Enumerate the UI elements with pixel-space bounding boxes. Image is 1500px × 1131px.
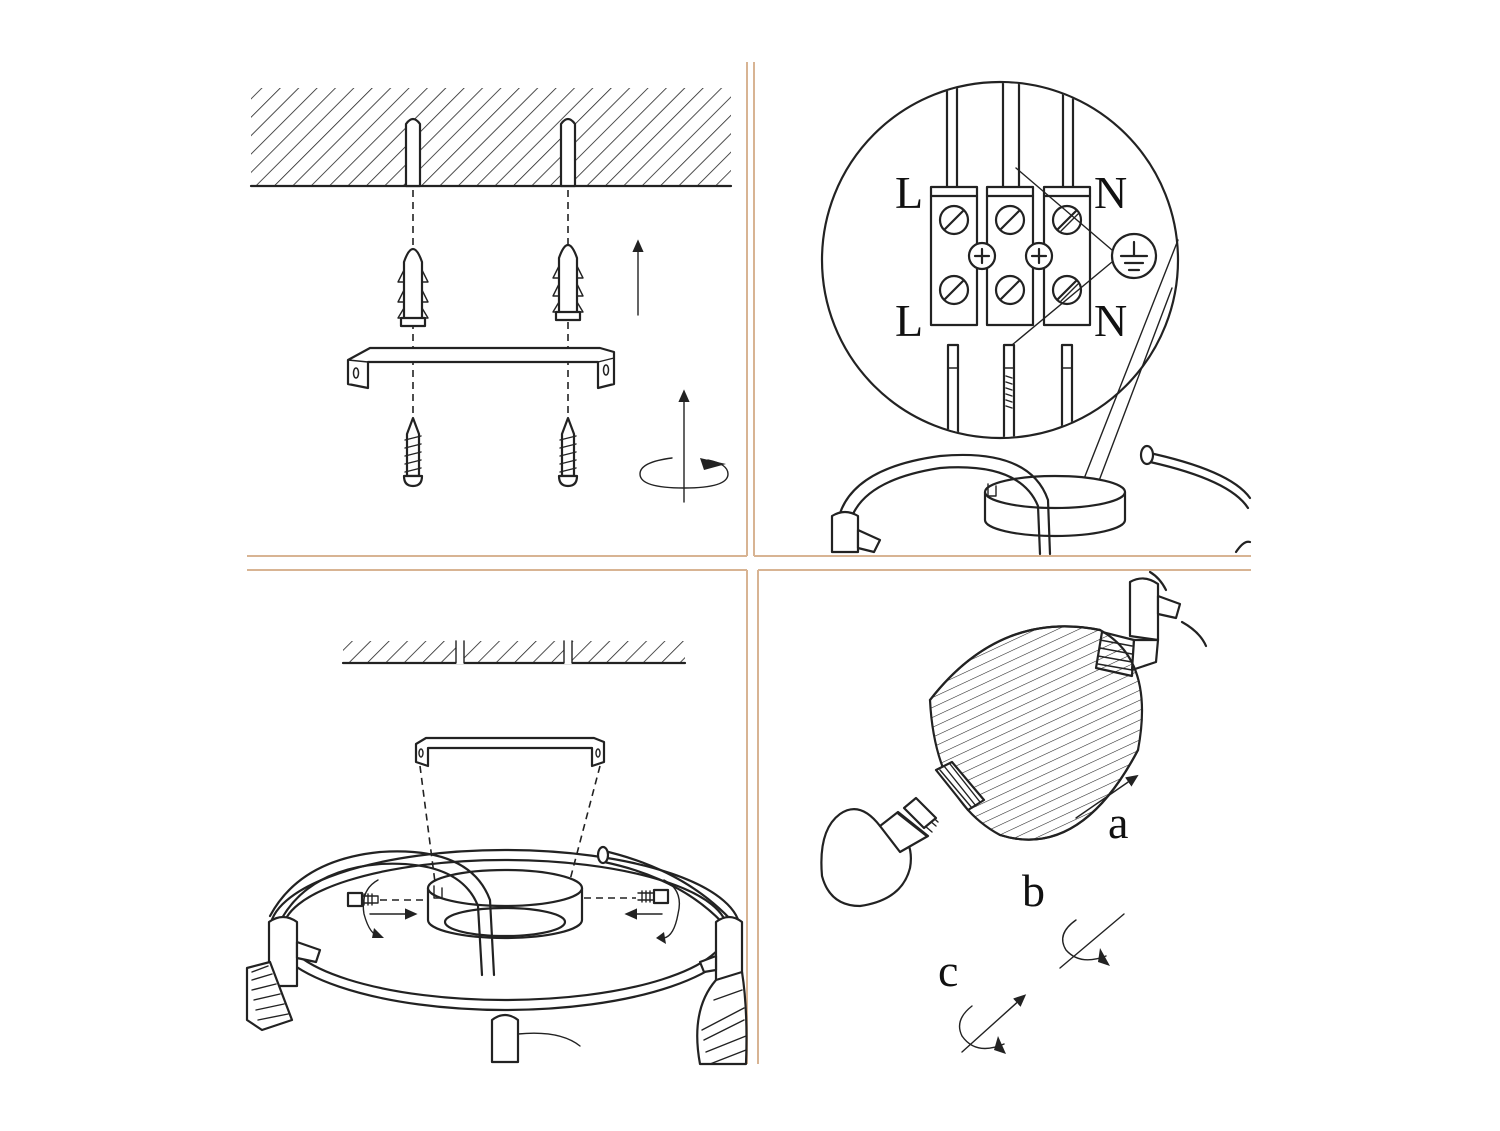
label-neutral-top: N	[1094, 167, 1127, 218]
rotate-arrow-icon	[1059, 913, 1125, 969]
screw-icon	[402, 416, 424, 488]
wall-plug-icon	[552, 243, 584, 322]
panel-bulb-and-shade: a b c	[820, 570, 1208, 1054]
label-live-top: L	[895, 167, 923, 218]
bracket-icon	[414, 736, 606, 768]
screw-icon	[557, 416, 579, 488]
rotate-arrow-icon	[639, 389, 729, 503]
panel-frames	[247, 62, 1251, 1064]
arrow-a-icon	[1075, 774, 1139, 819]
spotlight-left	[245, 915, 322, 1032]
earth-symbol-icon	[1110, 232, 1158, 280]
drill-hole-icon	[404, 117, 577, 188]
rotate-arrow-icon	[958, 994, 1027, 1054]
terminal-block-icon	[929, 185, 1092, 327]
ring-nut-icon	[934, 760, 986, 812]
bulb-icon	[820, 796, 939, 908]
fixture-arm	[830, 444, 1252, 556]
side-screw-icon	[584, 879, 681, 944]
spotlight-right	[696, 915, 748, 1066]
lamp-wires	[946, 343, 1074, 437]
panel-attach-canopy	[245, 638, 748, 1066]
shade-icon	[928, 625, 1144, 841]
mounting-bracket-icon	[346, 346, 616, 390]
canopy-icon	[983, 474, 1127, 538]
spotlight-center	[490, 1013, 581, 1064]
label-step-c: c	[938, 945, 958, 996]
canopy-icon	[426, 868, 584, 940]
label-neutral-bottom: N	[1094, 295, 1127, 346]
panel-wiring: L L N N	[820, 80, 1252, 556]
ceiling-hatch-icon	[341, 638, 687, 665]
wall-plug-icon	[397, 247, 429, 328]
label-step-a: a	[1108, 797, 1128, 848]
label-live-bottom: L	[895, 295, 923, 346]
panel-mount-bracket	[249, 88, 733, 503]
label-step-b: b	[1022, 865, 1045, 916]
side-screw-icon	[346, 879, 428, 938]
supply-wires	[945, 83, 1075, 192]
ceiling-hatch-icon	[249, 88, 733, 188]
